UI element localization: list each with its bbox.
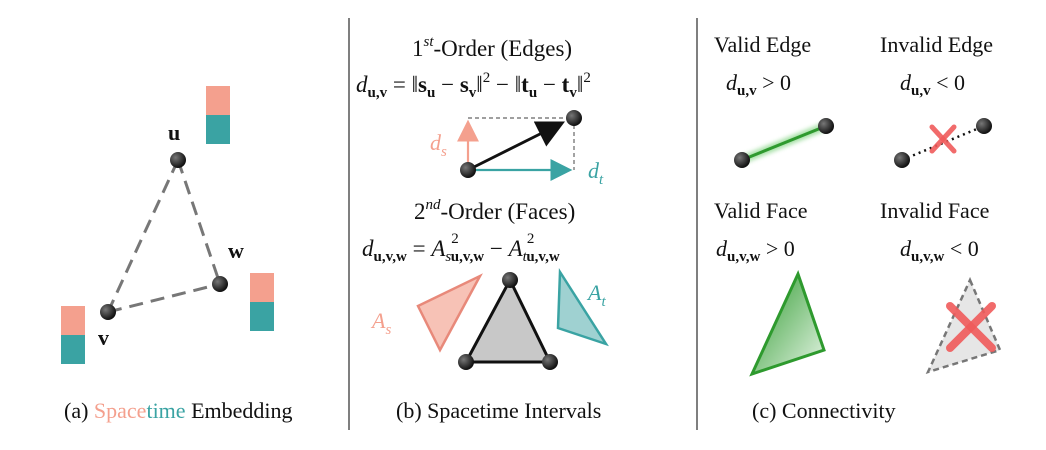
valid-edge-node-a (734, 152, 750, 168)
invalid-edge-x-icon (929, 124, 957, 154)
node-w (212, 276, 228, 292)
As-label: As (370, 308, 391, 338)
invalid-edge-diagram (894, 118, 992, 168)
label-v: v (98, 325, 109, 350)
edge-interval-equation: du,v = ‖su − sv‖2 − ‖tu − tv‖2 (356, 70, 591, 101)
embedding-bar-v (61, 306, 85, 364)
invalid-face-condition: du,v,w < 0 (900, 236, 979, 265)
ds-label: ds (430, 130, 447, 160)
invalid-edge-node-a (894, 152, 910, 168)
face-node-right (542, 354, 558, 370)
edge-interval-diagram: ds dt (430, 110, 604, 188)
valid-edge-node-b (818, 118, 834, 134)
invalid-edge-title: Invalid Edge (880, 32, 993, 57)
second-order-title: 2nd-Order (Faces) (414, 197, 575, 224)
label-u: u (168, 120, 180, 145)
caption-b: (b) Spacetime Intervals (396, 398, 601, 423)
panel-c: Valid Edge Invalid Edge du,v > 0 du,v < … (714, 32, 1002, 423)
invalid-face-x-icon (946, 302, 996, 352)
valid-face-condition: du,v,w > 0 (716, 236, 795, 265)
face-interval-diagram: As At (370, 267, 609, 370)
first-order-title: 1st-Order (Edges) (412, 34, 572, 61)
invalid-face-title: Invalid Face (880, 198, 989, 223)
caption-a: (a) Spacetime Embedding (64, 398, 293, 423)
node-v (100, 304, 116, 320)
face-triangle (463, 276, 553, 364)
valid-face-triangle (749, 269, 826, 377)
valid-edge-title: Valid Edge (714, 32, 811, 57)
edge-uw (176, 159, 222, 285)
label-w: w (228, 238, 244, 263)
edge-vector-arrow (467, 121, 566, 172)
edge-vw (107, 282, 221, 314)
edge-uv (106, 159, 180, 313)
invalid-edge-node-b (976, 118, 992, 134)
At-label: At (586, 280, 606, 310)
edge-start-node (460, 162, 476, 178)
panel-b: 1st-Order (Edges) du,v = ‖su − sv‖2 − ‖t… (356, 34, 609, 423)
valid-face-title: Valid Face (714, 198, 807, 223)
caption-c: (c) Connectivity (752, 398, 896, 423)
invalid-edge-condition: du,v < 0 (900, 70, 965, 99)
area-space-triangle (416, 273, 483, 353)
face-node-left (458, 354, 474, 370)
panel-a: u v w (a) Spacetime Embedding (61, 86, 293, 423)
invalid-face-triangle (925, 276, 1002, 375)
node-u (170, 152, 186, 168)
valid-edge-condition: du,v > 0 (726, 70, 791, 99)
embedding-bar-u (206, 86, 230, 144)
valid-edge-diagram (734, 118, 834, 168)
invalid-face-diagram (925, 276, 1002, 375)
embedding-bar-w (250, 273, 274, 331)
dt-label: dt (588, 158, 604, 188)
area-time-triangle (556, 267, 609, 347)
face-node-top (502, 272, 518, 288)
edge-end-node (566, 110, 582, 126)
